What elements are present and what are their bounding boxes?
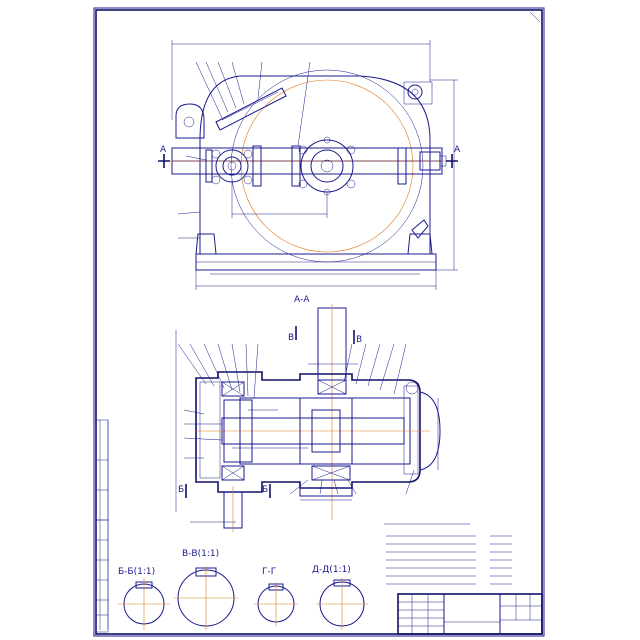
cut-marker-b-right: Б: [262, 485, 268, 495]
cut-marker-v-left: В: [288, 333, 294, 343]
section-bb: Б-Б(1:1): [118, 567, 170, 630]
section-aa-view: А-А: [175, 295, 441, 532]
cut-marker-a-left: A: [160, 145, 167, 155]
left-margin-stamp-boxes: [95, 419, 109, 633]
section-dd-title: Д-Д(1:1): [312, 565, 351, 575]
bottom-sections: Б-Б(1:1) В-В(1:1) Г-Г Д-Д(1:1): [118, 549, 368, 630]
main-view-dimensions: [171, 40, 458, 290]
section-bb-title: Б-Б(1:1): [118, 567, 155, 577]
section-vv-title: В-В(1:1): [182, 549, 219, 559]
section-aa-title: А-А: [294, 295, 310, 305]
large-gear-housing-arc: [230, 69, 424, 263]
section-gg: Г-Г: [254, 567, 298, 626]
main-view-leaders: [177, 61, 311, 239]
sheet-frame: [93, 7, 545, 637]
cut-marker-b-left: Б: [178, 485, 184, 495]
cut-marker-a-right: A: [454, 145, 461, 155]
flange-bolts: [205, 145, 407, 187]
section-dd: Д-Д(1:1): [312, 565, 368, 630]
section-gg-title: Г-Г: [262, 567, 276, 577]
bearings-section-aa: [221, 379, 351, 481]
cut-marker-v-right: В: [356, 335, 362, 345]
title-block: [397, 593, 543, 635]
section-aa-leaders: [177, 343, 415, 495]
section-aa-dimensions: [175, 330, 439, 523]
technical-characteristics-block: [384, 523, 512, 585]
cut-plane-markers-section-aa: В В Б Б: [178, 326, 362, 498]
cut-plane-a-markers: A A: [158, 145, 461, 168]
main-view-front: A A: [158, 40, 461, 290]
section-vv: В-В(1:1): [174, 549, 238, 630]
